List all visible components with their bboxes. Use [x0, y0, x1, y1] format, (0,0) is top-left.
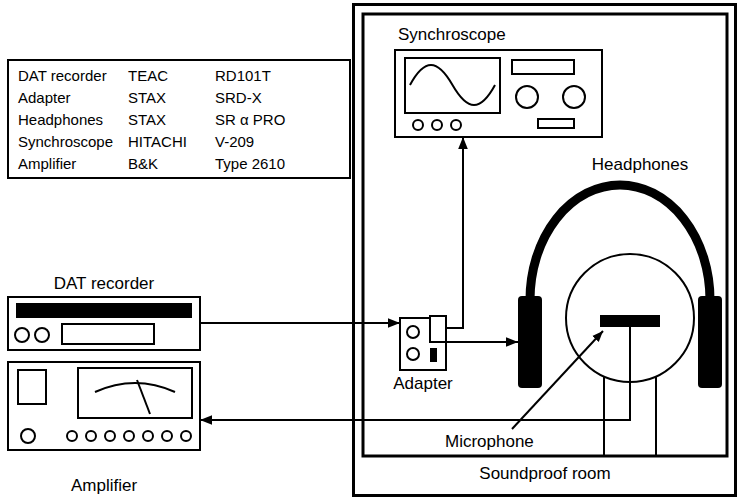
switch [430, 348, 437, 362]
signal-cable [446, 341, 518, 343]
device-label: Amplifier [71, 476, 137, 496]
table-cell: SRD-X [215, 89, 262, 107]
table-frame [8, 60, 350, 178]
knob [124, 431, 134, 441]
meter-needle [137, 380, 150, 414]
knob [162, 431, 172, 441]
adapter-device: Adapter [400, 318, 446, 370]
adapter-drawing [400, 316, 446, 370]
microphone-bar [600, 315, 660, 327]
table-cell: Synchroscope [18, 133, 113, 151]
neck-line [603, 376, 605, 455]
knob [67, 431, 77, 441]
sine-wave [410, 65, 495, 105]
device-label: Synchroscope [398, 25, 506, 45]
dat-recorder-drawing [8, 297, 200, 350]
synchroscope-drawing [395, 50, 602, 137]
ear-cup [698, 296, 722, 388]
knob [143, 431, 153, 441]
display [62, 324, 154, 344]
signal-cable [200, 322, 400, 324]
device-label: Headphones [592, 155, 688, 175]
meter-scale [95, 383, 175, 392]
knob [15, 328, 29, 342]
knob [86, 431, 96, 441]
screen [405, 58, 500, 113]
soundproof-room: Soundproof room SynchroscopeHeadphonesMic… [352, 3, 737, 497]
knob [407, 348, 419, 360]
device-case [8, 362, 200, 450]
leader-line [512, 331, 603, 429]
table-cell: STAX [128, 89, 166, 107]
device-label: DAT recorder [54, 274, 154, 294]
table-cell: V-209 [215, 133, 254, 151]
ear-cup [518, 296, 542, 388]
device-label: Microphone [445, 432, 534, 452]
amplifier-device: Amplifier [8, 362, 200, 450]
table-cell: Amplifier [18, 155, 76, 173]
headphones-drawing [518, 185, 722, 388]
knob [21, 429, 35, 443]
output-jack [430, 316, 446, 342]
table-cell: B&K [128, 155, 158, 173]
knob [35, 328, 49, 342]
amplifier-drawing [8, 362, 200, 450]
device-case [8, 297, 200, 350]
knob [181, 431, 191, 441]
panel [18, 370, 46, 404]
knob [413, 120, 423, 130]
table-cell: SR α PRO [215, 111, 285, 129]
table-cell: STAX [128, 111, 166, 129]
microphone-device: Microphone [600, 315, 660, 327]
room-inner-wall [363, 14, 727, 456]
signal-cable [200, 327, 630, 420]
meter [78, 368, 192, 418]
dial [563, 86, 585, 108]
signal-cable [446, 137, 463, 328]
headphones-device: Headphones [518, 152, 722, 392]
knob [105, 431, 115, 441]
knob [407, 326, 419, 338]
synchroscope-device: Synchroscope [395, 50, 602, 137]
table-cell: RD101T [215, 67, 271, 85]
device-case [395, 50, 602, 137]
switch [538, 119, 574, 128]
knob [451, 120, 461, 130]
table-cell: Headphones [18, 111, 103, 129]
table-cell: TEAC [128, 67, 168, 85]
table-cell: Type 2610 [215, 155, 285, 173]
neck-line [655, 376, 657, 455]
room-outer-wall [354, 5, 736, 496]
dat-recorder-device: DAT recorder [8, 297, 200, 350]
panel-display [512, 60, 574, 74]
table-cell: DAT recorder [18, 67, 107, 85]
device-label: Adapter [393, 374, 453, 394]
table-cell: HITACHI [128, 133, 187, 151]
knob [432, 120, 442, 130]
tape-slot [16, 303, 192, 318]
dial [516, 86, 538, 108]
device-label: Soundproof room [479, 464, 610, 484]
table-cell: Adapter [18, 89, 71, 107]
